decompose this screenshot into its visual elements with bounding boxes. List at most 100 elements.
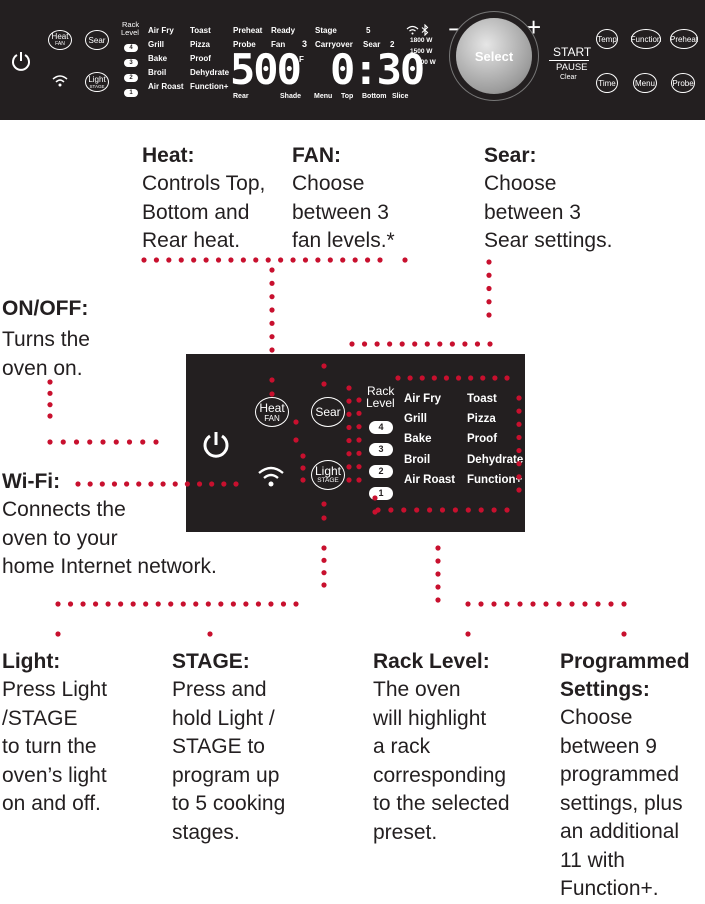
slice-indicator: Slice bbox=[392, 93, 409, 100]
preset-function-plus: Function+ bbox=[190, 82, 229, 91]
preset-broil: Broil bbox=[148, 68, 167, 77]
rack-level-2: 2 bbox=[124, 74, 138, 82]
preset-air-fry: Air Fry bbox=[148, 26, 174, 35]
power-icon[interactable] bbox=[11, 50, 31, 72]
zoom-wifi-icon[interactable] bbox=[256, 464, 286, 490]
zoom-preset-bake: Bake bbox=[404, 433, 432, 445]
zoom-preset-proof: Proof bbox=[467, 433, 498, 445]
temperature-display: 500 bbox=[230, 45, 302, 94]
zoom-light-label: Light bbox=[314, 464, 342, 478]
fan-callout-body: Choose between 3 fan levels.* bbox=[292, 172, 395, 252]
temperature-unit: F bbox=[299, 55, 304, 64]
time-display: 0:30 bbox=[330, 45, 425, 94]
start-pause-divider bbox=[549, 60, 589, 61]
function-label: Function bbox=[630, 34, 662, 44]
zoom-rack-level-3: 3 bbox=[369, 443, 393, 456]
light-label: Light bbox=[88, 74, 106, 84]
preset-dehydrate: Dehydrate bbox=[190, 68, 230, 77]
zoom-stage-label: STAGE bbox=[317, 477, 339, 484]
probe-button[interactable]: Probe bbox=[671, 73, 695, 93]
probe-indicator: Probe bbox=[233, 40, 256, 49]
light-callout-title: Light: bbox=[2, 650, 61, 673]
bottom-indicator: Bottom bbox=[362, 93, 387, 100]
fan-level-value: 3 bbox=[302, 39, 308, 49]
zoom-heat-fan-button[interactable]: Heat FAN bbox=[255, 397, 289, 427]
time-button[interactable]: Time bbox=[596, 73, 618, 93]
stage-callout-body: Press and hold Light / STAGE to program … bbox=[172, 678, 286, 844]
programmed-callout-title: Programmed bbox=[560, 650, 690, 673]
programmed-callout-body: Choose between 9 programmed settings, pl… bbox=[560, 706, 683, 900]
zoom-sear-button[interactable]: Sear bbox=[311, 397, 345, 427]
probe-label: Probe bbox=[672, 78, 694, 88]
plus-icon[interactable]: + bbox=[526, 12, 542, 42]
wifi-callout-title: Wi-Fi: bbox=[2, 470, 61, 493]
rear-indicator: Rear bbox=[233, 93, 249, 100]
carryover-indicator: Carryover bbox=[315, 40, 353, 49]
clear-button[interactable]: Clear bbox=[560, 74, 577, 81]
zoom-sear-label: Sear bbox=[315, 405, 341, 419]
menu-indicator: Menu bbox=[314, 93, 333, 100]
level-label: Level bbox=[121, 28, 139, 37]
onoff-callout-title: ON/OFF: bbox=[2, 297, 89, 320]
zoom-rack-level-2: 2 bbox=[369, 465, 393, 478]
zoom-heat-label: Heat bbox=[259, 400, 285, 415]
function-button[interactable]: Function bbox=[631, 29, 661, 49]
preset-grill: Grill bbox=[148, 40, 165, 49]
zoom-light-stage-button[interactable]: Light STAGE bbox=[311, 460, 345, 490]
zoom-preset-broil: Broil bbox=[404, 454, 431, 466]
bluetooth-icon bbox=[421, 24, 429, 36]
preset-bake: Bake bbox=[148, 54, 168, 63]
wattage-1500: 1500 W bbox=[410, 48, 433, 55]
preset-pizza: Pizza bbox=[190, 40, 211, 49]
zoom-fan-label: FAN bbox=[264, 413, 280, 423]
stage-callout-title: STAGE: bbox=[172, 650, 250, 673]
wattage-1800: 1800 W bbox=[410, 37, 433, 44]
sear-indicator: Sear bbox=[363, 40, 381, 49]
rack-level-callout-title: Rack Level: bbox=[373, 650, 490, 673]
control-panel: Heat FAN Sear Light STAGE Rack Level 4 3… bbox=[0, 0, 705, 120]
preheat-label: Preheat bbox=[669, 34, 699, 44]
wattage-700: 700 W bbox=[417, 59, 436, 66]
zoom-preset-toast: Toast bbox=[467, 393, 497, 405]
zoom-preset-air-roast: Air Roast bbox=[404, 474, 456, 486]
rack-level-3: 3 bbox=[124, 59, 138, 67]
wifi-status-icon bbox=[406, 25, 419, 35]
onoff-callout-body: Turns the oven on. bbox=[2, 328, 90, 380]
preheat-indicator: Preheat bbox=[233, 26, 263, 35]
sear-callout-title: Sear: bbox=[484, 144, 537, 167]
sear-callout-body: Choose between 3 Sear settings. bbox=[484, 172, 613, 252]
rack-level-1: 1 bbox=[124, 89, 138, 97]
temp-label: Temp bbox=[597, 34, 617, 44]
preset-toast: Toast bbox=[190, 26, 211, 35]
zoom-power-icon[interactable] bbox=[201, 430, 231, 462]
menu-button[interactable]: Menu bbox=[633, 73, 657, 93]
heat-label: Heat bbox=[51, 32, 69, 41]
time-label: Time bbox=[598, 78, 616, 88]
stage-number: 5 bbox=[366, 26, 371, 35]
fan-label: FAN bbox=[55, 41, 65, 47]
sear-button[interactable]: Sear bbox=[85, 30, 109, 50]
light-callout-body: Press Light /STAGE to turn the oven’s li… bbox=[2, 678, 108, 815]
sear-number: 2 bbox=[390, 40, 395, 49]
programmed-callout-title-2: Settings: bbox=[560, 678, 650, 701]
select-label: Select bbox=[474, 48, 514, 64]
rack-level-4: 4 bbox=[124, 44, 138, 52]
zoom-rack-label: Rack bbox=[367, 384, 395, 398]
minus-icon[interactable]: − bbox=[448, 14, 464, 44]
pause-button[interactable]: PAUSE bbox=[556, 62, 588, 73]
fan-callout-title: FAN: bbox=[292, 144, 341, 167]
menu-label: Menu bbox=[634, 78, 655, 88]
preset-proof: Proof bbox=[190, 54, 211, 63]
wifi-callout-body: Connects the oven to your home Internet … bbox=[2, 498, 217, 578]
temp-button[interactable]: Temp bbox=[596, 29, 618, 49]
stage-label: STAGE bbox=[89, 83, 105, 89]
zoom-preset-pizza: Pizza bbox=[467, 413, 496, 425]
wifi-icon[interactable] bbox=[51, 74, 69, 88]
start-button[interactable]: START bbox=[553, 45, 592, 59]
preheat-button[interactable]: Preheat bbox=[670, 29, 698, 49]
light-stage-button[interactable]: Light STAGE bbox=[85, 72, 109, 92]
fan-indicator: Fan bbox=[271, 40, 286, 49]
select-dial[interactable]: Select bbox=[456, 18, 532, 94]
shade-indicator: Shade bbox=[280, 93, 302, 100]
heat-fan-button[interactable]: Heat FAN bbox=[48, 30, 72, 50]
